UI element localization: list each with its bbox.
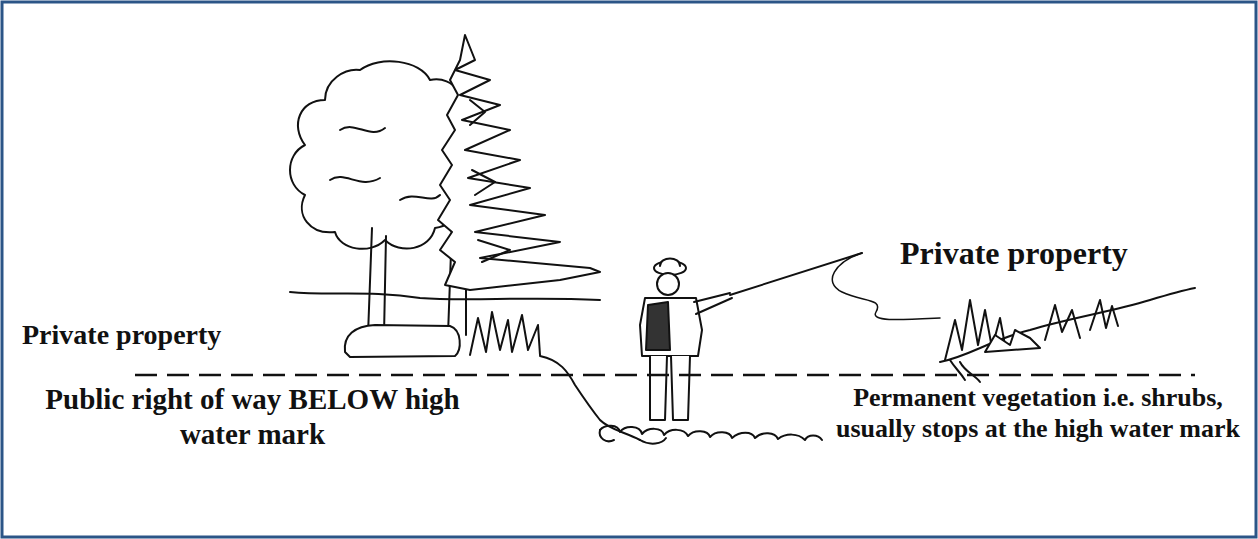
stream-rocks	[600, 430, 666, 444]
property-label: Private property	[900, 234, 1240, 272]
rock	[345, 325, 460, 357]
property-label: Private property	[22, 318, 342, 352]
fishing-rod	[730, 253, 862, 295]
grass	[470, 312, 540, 355]
tree-trunk	[368, 228, 386, 335]
shrub	[985, 330, 1040, 352]
stream-rocks	[600, 426, 822, 440]
fisherman-body	[640, 298, 702, 356]
vegetation-note: Permanent vegetation i.e. shrubs, usuall…	[828, 382, 1248, 444]
pine-tree	[438, 35, 600, 290]
fisherman-vest	[646, 302, 670, 350]
fisherman-head	[657, 273, 679, 295]
fisherman-legs	[650, 356, 690, 420]
bank-ground	[290, 292, 600, 300]
fisherman-hat	[660, 259, 680, 267]
tree-canopy-detail	[330, 127, 440, 200]
high-water-mark	[135, 374, 1195, 377]
right-of-way-label: Public right of way BELOW high water mar…	[25, 382, 480, 452]
fisherman-arm	[694, 293, 732, 314]
bank-ground	[940, 288, 1195, 362]
shrub-roots	[950, 360, 980, 382]
pine-detail	[470, 100, 510, 262]
shrub	[1045, 300, 1118, 340]
